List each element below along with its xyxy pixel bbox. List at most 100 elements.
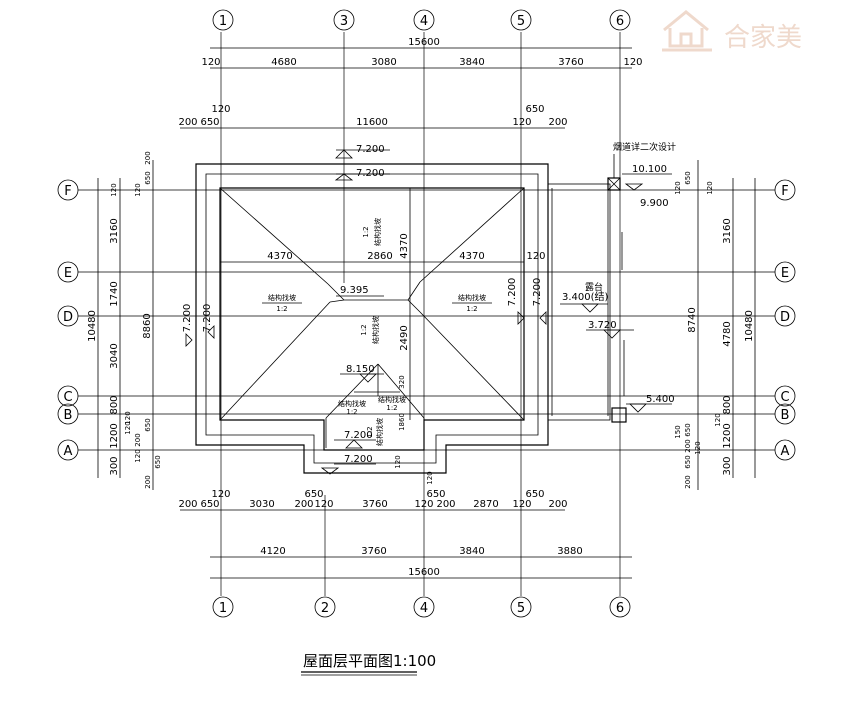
bottom-dimensions: 200 650 120 3030 200 120 650 3760 120 20…: [178, 489, 632, 579]
svg-text:120: 120: [623, 57, 642, 68]
right-dimensions: 10480 3160 4780 800 1200 300 8740 120 65…: [674, 160, 756, 490]
level-mark: 9.900: [624, 183, 669, 209]
svg-text:1: 1: [219, 14, 227, 29]
svg-text:200: 200: [294, 499, 313, 510]
svg-text:A: A: [64, 444, 73, 459]
terrace-label: 露台: [585, 281, 603, 293]
chimney-note: 烟道详二次设计: [613, 141, 676, 153]
svg-text:F: F: [781, 184, 788, 199]
svg-text:10480: 10480: [87, 310, 98, 342]
svg-text:10480: 10480: [744, 310, 755, 342]
svg-text:650: 650: [525, 489, 544, 500]
level-mark: 7.200: [334, 430, 376, 449]
svg-text:5.400: 5.400: [646, 394, 675, 405]
svg-text:结构找坡: 结构找坡: [373, 218, 382, 246]
svg-text:120: 120: [394, 455, 402, 468]
svg-text:2490: 2490: [399, 325, 410, 350]
svg-text:C: C: [780, 390, 789, 405]
terrace-area: [547, 177, 627, 423]
level-mark: 7.200: [507, 278, 525, 325]
slope-annotation-center: 1:2 结构找坡: [360, 316, 380, 344]
svg-text:650: 650: [200, 117, 219, 128]
svg-text:4780: 4780: [722, 321, 733, 346]
svg-text:3.720: 3.720: [588, 320, 617, 331]
horizontal-grid-lines: [78, 189, 775, 451]
svg-text:1740: 1740: [109, 281, 120, 306]
svg-text:800: 800: [722, 395, 733, 414]
axis-marker-5-top: 5: [510, 9, 532, 31]
svg-text:120: 120: [512, 499, 531, 510]
svg-text:120: 120: [414, 499, 433, 510]
svg-text:200: 200: [684, 439, 692, 452]
level-mark: 3.720: [586, 320, 634, 339]
svg-text:4: 4: [420, 14, 428, 29]
svg-text:7.200: 7.200: [344, 454, 373, 465]
svg-text:1:2: 1:2: [366, 426, 374, 437]
svg-text:7.200: 7.200: [532, 278, 543, 307]
svg-text:120: 120: [526, 251, 545, 262]
svg-text:9.900: 9.900: [640, 198, 669, 209]
svg-text:650: 650: [684, 455, 692, 468]
svg-text:结构找坡: 结构找坡: [378, 395, 406, 404]
svg-text:7.200: 7.200: [356, 144, 385, 155]
right-axis-markers: F E D C B A: [774, 179, 796, 461]
svg-text:120: 120: [201, 57, 220, 68]
svg-text:120: 120: [124, 421, 132, 434]
svg-text:1:2: 1:2: [360, 324, 368, 335]
svg-text:1:2: 1:2: [466, 305, 477, 313]
svg-text:A: A: [781, 444, 790, 459]
level-mark: 7.200: [320, 454, 376, 475]
slope-annotation-lower-right: 结构找坡 1:2: [378, 395, 406, 412]
svg-text:200: 200: [436, 499, 455, 510]
level-mark: 3.400(结): [560, 290, 609, 313]
svg-text:150: 150: [674, 425, 682, 438]
left-axis-markers: F E D C B A: [57, 179, 79, 461]
svg-text:200: 200: [144, 151, 152, 164]
svg-text:2: 2: [321, 601, 329, 616]
house-logo-icon: [662, 10, 712, 52]
slope-annotation-lower-left: 结构找坡 1:2: [338, 399, 366, 416]
svg-text:3.400(结): 3.400(结): [562, 290, 609, 303]
dim-overall-top: 15600: [408, 37, 440, 48]
watermark-text: 合家美: [724, 23, 802, 53]
svg-text:800: 800: [109, 395, 120, 414]
svg-text:3880: 3880: [557, 546, 582, 557]
svg-text:4370: 4370: [267, 251, 292, 262]
level-mark: 7.200: [182, 304, 193, 347]
svg-text:120: 120: [134, 183, 142, 196]
svg-text:200: 200: [144, 475, 152, 488]
svg-text:8740: 8740: [687, 307, 698, 332]
svg-text:4370: 4370: [459, 251, 484, 262]
svg-text:120: 120: [512, 117, 531, 128]
svg-text:120: 120: [314, 499, 333, 510]
axis-marker-D-right: D: [774, 305, 796, 327]
svg-text:结构找坡: 结构找坡: [375, 418, 384, 446]
svg-text:650: 650: [684, 171, 692, 184]
axis-marker-F-right: F: [774, 179, 796, 201]
svg-text:1:2: 1:2: [362, 226, 370, 237]
level-mark: 5.400: [626, 394, 675, 413]
svg-text:3: 3: [340, 14, 348, 29]
svg-text:9.395: 9.395: [340, 285, 369, 296]
svg-text:120: 120: [211, 489, 230, 500]
bottom-axis-markers: 1 2 4 5 6: [212, 596, 631, 618]
slope-annotation-lower-center: 1:2 结构找坡: [366, 418, 384, 446]
svg-text:200: 200: [548, 117, 567, 128]
svg-text:7.200: 7.200: [507, 278, 518, 307]
svg-text:4120: 4120: [260, 546, 285, 557]
drawing-notes: 烟道详二次设计 露台: [585, 141, 676, 293]
svg-text:1200: 1200: [722, 423, 733, 448]
svg-text:120: 120: [124, 411, 132, 424]
slope-annotation-top: 1:2 结构找坡: [362, 218, 382, 246]
axis-marker-6-top: 6: [609, 9, 631, 31]
level-mark: 7.200: [202, 304, 215, 339]
svg-text:650: 650: [304, 489, 323, 500]
svg-text:4370: 4370: [399, 233, 410, 258]
axis-marker-1-bottom: 1: [212, 596, 234, 618]
level-marks: 7.200 7.200 10.100 9.900 9.395 7.200 7.2…: [182, 144, 675, 475]
svg-text:2860: 2860: [367, 251, 392, 262]
svg-text:7.200: 7.200: [202, 304, 213, 333]
svg-text:3160: 3160: [722, 218, 733, 243]
axis-marker-4-bottom: 4: [413, 596, 435, 618]
